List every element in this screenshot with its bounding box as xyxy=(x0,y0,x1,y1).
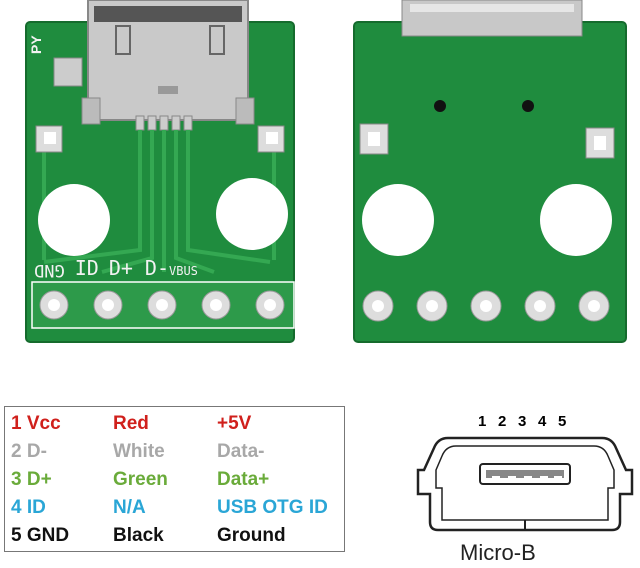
wire-color: Green xyxy=(113,469,168,490)
pin-label-id: ID xyxy=(74,256,99,280)
signal-name: Data+ xyxy=(217,469,270,490)
signal-name: Ground xyxy=(217,525,286,546)
wire-color: Red xyxy=(113,413,149,434)
pin-number: 3 xyxy=(518,413,527,430)
micro-b-connector-outline xyxy=(416,436,634,532)
silkscreen-pin-labels: GND ID D+ D-VBUS xyxy=(34,256,198,280)
pin-number: 1 xyxy=(478,413,487,430)
connector-label: Micro-B xyxy=(460,540,536,565)
silkscreen-brand: PY xyxy=(28,35,44,54)
pin-number: 2 xyxy=(498,413,507,430)
pin-label-dplus: D+ xyxy=(108,256,133,280)
signal-name: +5V xyxy=(217,413,252,434)
pin-number: 5 xyxy=(558,413,567,430)
signal-name: USB OTG ID xyxy=(217,497,328,518)
pinout-row: 5 GND Black Ground xyxy=(5,522,344,549)
wire-color: Black xyxy=(113,525,164,546)
pcb-front-board xyxy=(25,0,295,343)
pinout-row: 2 D- White Data- xyxy=(5,438,344,465)
pin-name: 4 ID xyxy=(11,497,46,518)
pinout-row: 1 Vcc Red +5V xyxy=(5,410,344,437)
usb-connector-front xyxy=(81,0,255,125)
pin-name: 3 D+ xyxy=(11,469,52,490)
pin-label-dminus: D- xyxy=(144,256,169,280)
wire-color: White xyxy=(113,441,165,462)
pinout-row: 4 ID N/A USB OTG ID xyxy=(5,494,344,521)
pin-number: 4 xyxy=(538,413,547,430)
pinout-table: 1 Vcc Red +5V 2 D- White Data- 3 D+ Green Data+ 4… xyxy=(4,406,345,552)
pin-label-gnd: GND xyxy=(34,260,65,280)
usb-connector-back xyxy=(401,0,583,37)
pin-name: 1 Vcc xyxy=(11,413,61,434)
pin-name: 5 GND xyxy=(11,525,70,546)
wire-color: N/A xyxy=(113,497,146,518)
pin-name: 2 D- xyxy=(11,441,47,462)
signal-name: Data- xyxy=(217,441,265,462)
pcb-back-board xyxy=(353,0,627,343)
pinout-row: 3 D+ Green Data+ xyxy=(5,466,344,493)
pin-label-vbus: VBUS xyxy=(169,264,198,278)
